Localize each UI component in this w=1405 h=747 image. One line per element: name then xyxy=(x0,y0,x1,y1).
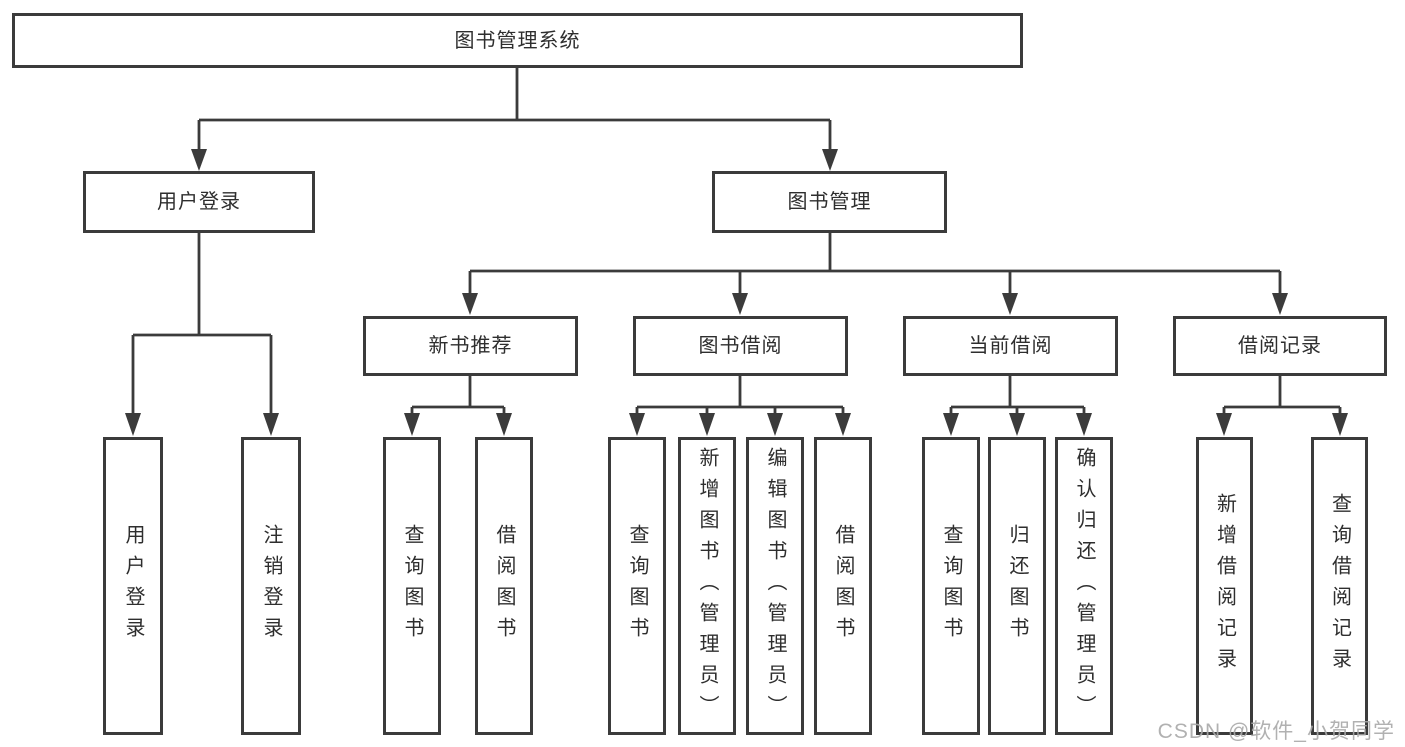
node-label: 图书管理 xyxy=(787,191,872,213)
node-label: 借阅记录 xyxy=(1238,335,1322,357)
node-book-management: 图书管理 xyxy=(712,171,947,233)
leaf-borrow-books-borrowing: 借阅图书 xyxy=(814,437,872,735)
node-user-login: 用户登录 xyxy=(83,171,315,233)
node-label: 新书推荐 xyxy=(428,335,513,357)
connector-new-book-branch xyxy=(404,376,512,436)
connector-root-to-level2 xyxy=(191,68,838,171)
node-label: 新增借阅记录 xyxy=(1213,493,1236,679)
connector-book-borrowing-branch xyxy=(629,376,851,436)
leaf-edit-books-admin: 编辑图书（管理员） xyxy=(746,437,804,735)
leaf-query-books-current: 查询图书 xyxy=(922,437,980,735)
connector-book-management-branch xyxy=(462,233,1288,315)
node-borrowing-records: 借阅记录 xyxy=(1173,316,1387,376)
node-label: 查询图书 xyxy=(940,524,962,648)
leaf-return-books: 归还图书 xyxy=(988,437,1046,735)
connector-user-login-branch xyxy=(125,233,279,436)
node-label: 图书借阅 xyxy=(698,335,783,357)
node-label: 图书管理系统 xyxy=(454,29,581,52)
leaf-query-borrow-record: 查询借阅记录 xyxy=(1311,437,1368,735)
connector-borrowing-records-branch xyxy=(1216,376,1348,436)
csdn-watermark: CSDN @软件_小贺同学 xyxy=(1157,720,1395,743)
node-label: 注销登录 xyxy=(260,524,282,648)
node-label: 用户登录 xyxy=(122,524,144,648)
leaf-borrow-books-recommend: 借阅图书 xyxy=(475,437,533,735)
node-label: 归还图书 xyxy=(1006,524,1028,648)
leaf-add-books-admin: 新增图书（管理员） xyxy=(678,437,736,735)
leaf-confirm-return-admin: 确认归还（管理员） xyxy=(1055,437,1113,735)
node-root: 图书管理系统 xyxy=(12,13,1023,68)
node-current-borrowing: 当前借阅 xyxy=(903,316,1118,376)
connector-current-borrowing-branch xyxy=(943,376,1092,436)
node-label: 确认归还（管理员） xyxy=(1073,446,1095,726)
node-book-borrowing: 图书借阅 xyxy=(633,316,848,376)
node-label: 借阅图书 xyxy=(832,524,854,648)
node-label: 借阅图书 xyxy=(493,524,515,648)
node-label: 编辑图书（管理员） xyxy=(764,446,786,726)
node-label: 当前借阅 xyxy=(968,335,1053,357)
leaf-add-borrow-record: 新增借阅记录 xyxy=(1196,437,1253,735)
node-label: 用户登录 xyxy=(157,191,241,213)
leaf-logout-login: 注销登录 xyxy=(241,437,301,735)
node-label: 查询图书 xyxy=(401,524,423,648)
node-label: 新增图书（管理员） xyxy=(696,446,718,726)
leaf-user-login: 用户登录 xyxy=(103,437,163,735)
leaf-query-books-borrowing: 查询图书 xyxy=(608,437,666,735)
node-label: 查询借阅记录 xyxy=(1328,493,1351,679)
node-label: 查询图书 xyxy=(626,524,648,648)
node-new-book-recommendation: 新书推荐 xyxy=(363,316,578,376)
leaf-query-books-recommend: 查询图书 xyxy=(383,437,441,735)
